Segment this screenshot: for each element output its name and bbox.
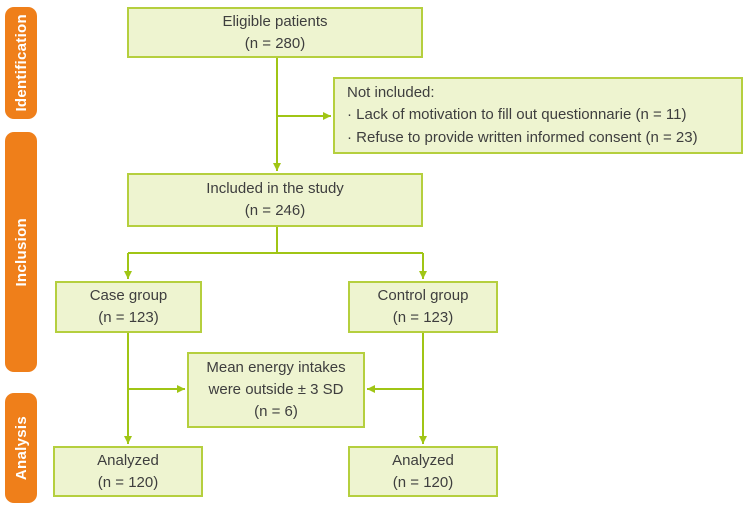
box-case-group-line1: Case group <box>89 287 168 305</box>
box-case-group: Case group (n = 123) <box>55 281 202 333</box>
stage-label-analysis: Analysis <box>12 415 30 481</box>
box-control-group-count: (n = 123) <box>392 309 454 326</box>
box-included-in-study: Included in the study (n = 246) <box>127 173 423 227</box>
box-excluded-energy-intakes: Mean energy intakes were outside ± 3 SD … <box>187 352 365 428</box>
stage-label-inclusion: Inclusion <box>12 217 30 287</box>
box-case-group-count: (n = 123) <box>98 309 159 326</box>
stage-tab-analysis: Analysis <box>5 393 37 503</box>
box-excluded-line2: were outside ± 3 SD <box>208 381 344 399</box>
box-excluded-line1: Mean energy intakes <box>206 359 346 377</box>
box-eligible-patients: Eligible patients (n = 280) <box>127 7 423 58</box>
stage-tab-inclusion: Inclusion <box>5 132 37 372</box>
box-control-group: Control group (n = 123) <box>348 281 498 333</box>
box-not-included-title: Not included: <box>347 83 435 101</box>
box-analyzed-case-count: (n = 120) <box>97 473 159 491</box>
box-analyzed-case: Analyzed (n = 120) <box>53 446 203 497</box>
box-analyzed-control-count: (n = 120) <box>392 473 454 491</box>
box-eligible-count: (n = 280) <box>244 34 306 52</box>
box-excluded-count: (n = 6) <box>254 402 298 420</box>
box-not-included-item: · Refuse to provide written informed con… <box>347 128 698 146</box>
box-not-included-item: · Lack of motivation to fill out questio… <box>347 106 687 124</box>
stage-label-identification: Identification <box>12 14 30 112</box>
box-analyzed-control: Analyzed (n = 120) <box>348 446 498 497</box>
box-included-line1: Included in the study <box>206 180 344 198</box>
box-included-count: (n = 246) <box>244 202 306 219</box>
stage-tab-identification: Identification <box>5 7 37 119</box>
box-eligible-line1: Eligible patients <box>222 12 328 30</box>
box-analyzed-case-line1: Analyzed <box>97 451 159 469</box>
box-analyzed-control-line1: Analyzed <box>392 451 454 469</box>
box-control-group-line1: Control group <box>377 287 469 305</box>
box-not-included: Not included: · Lack of motivation to fi… <box>333 77 743 154</box>
